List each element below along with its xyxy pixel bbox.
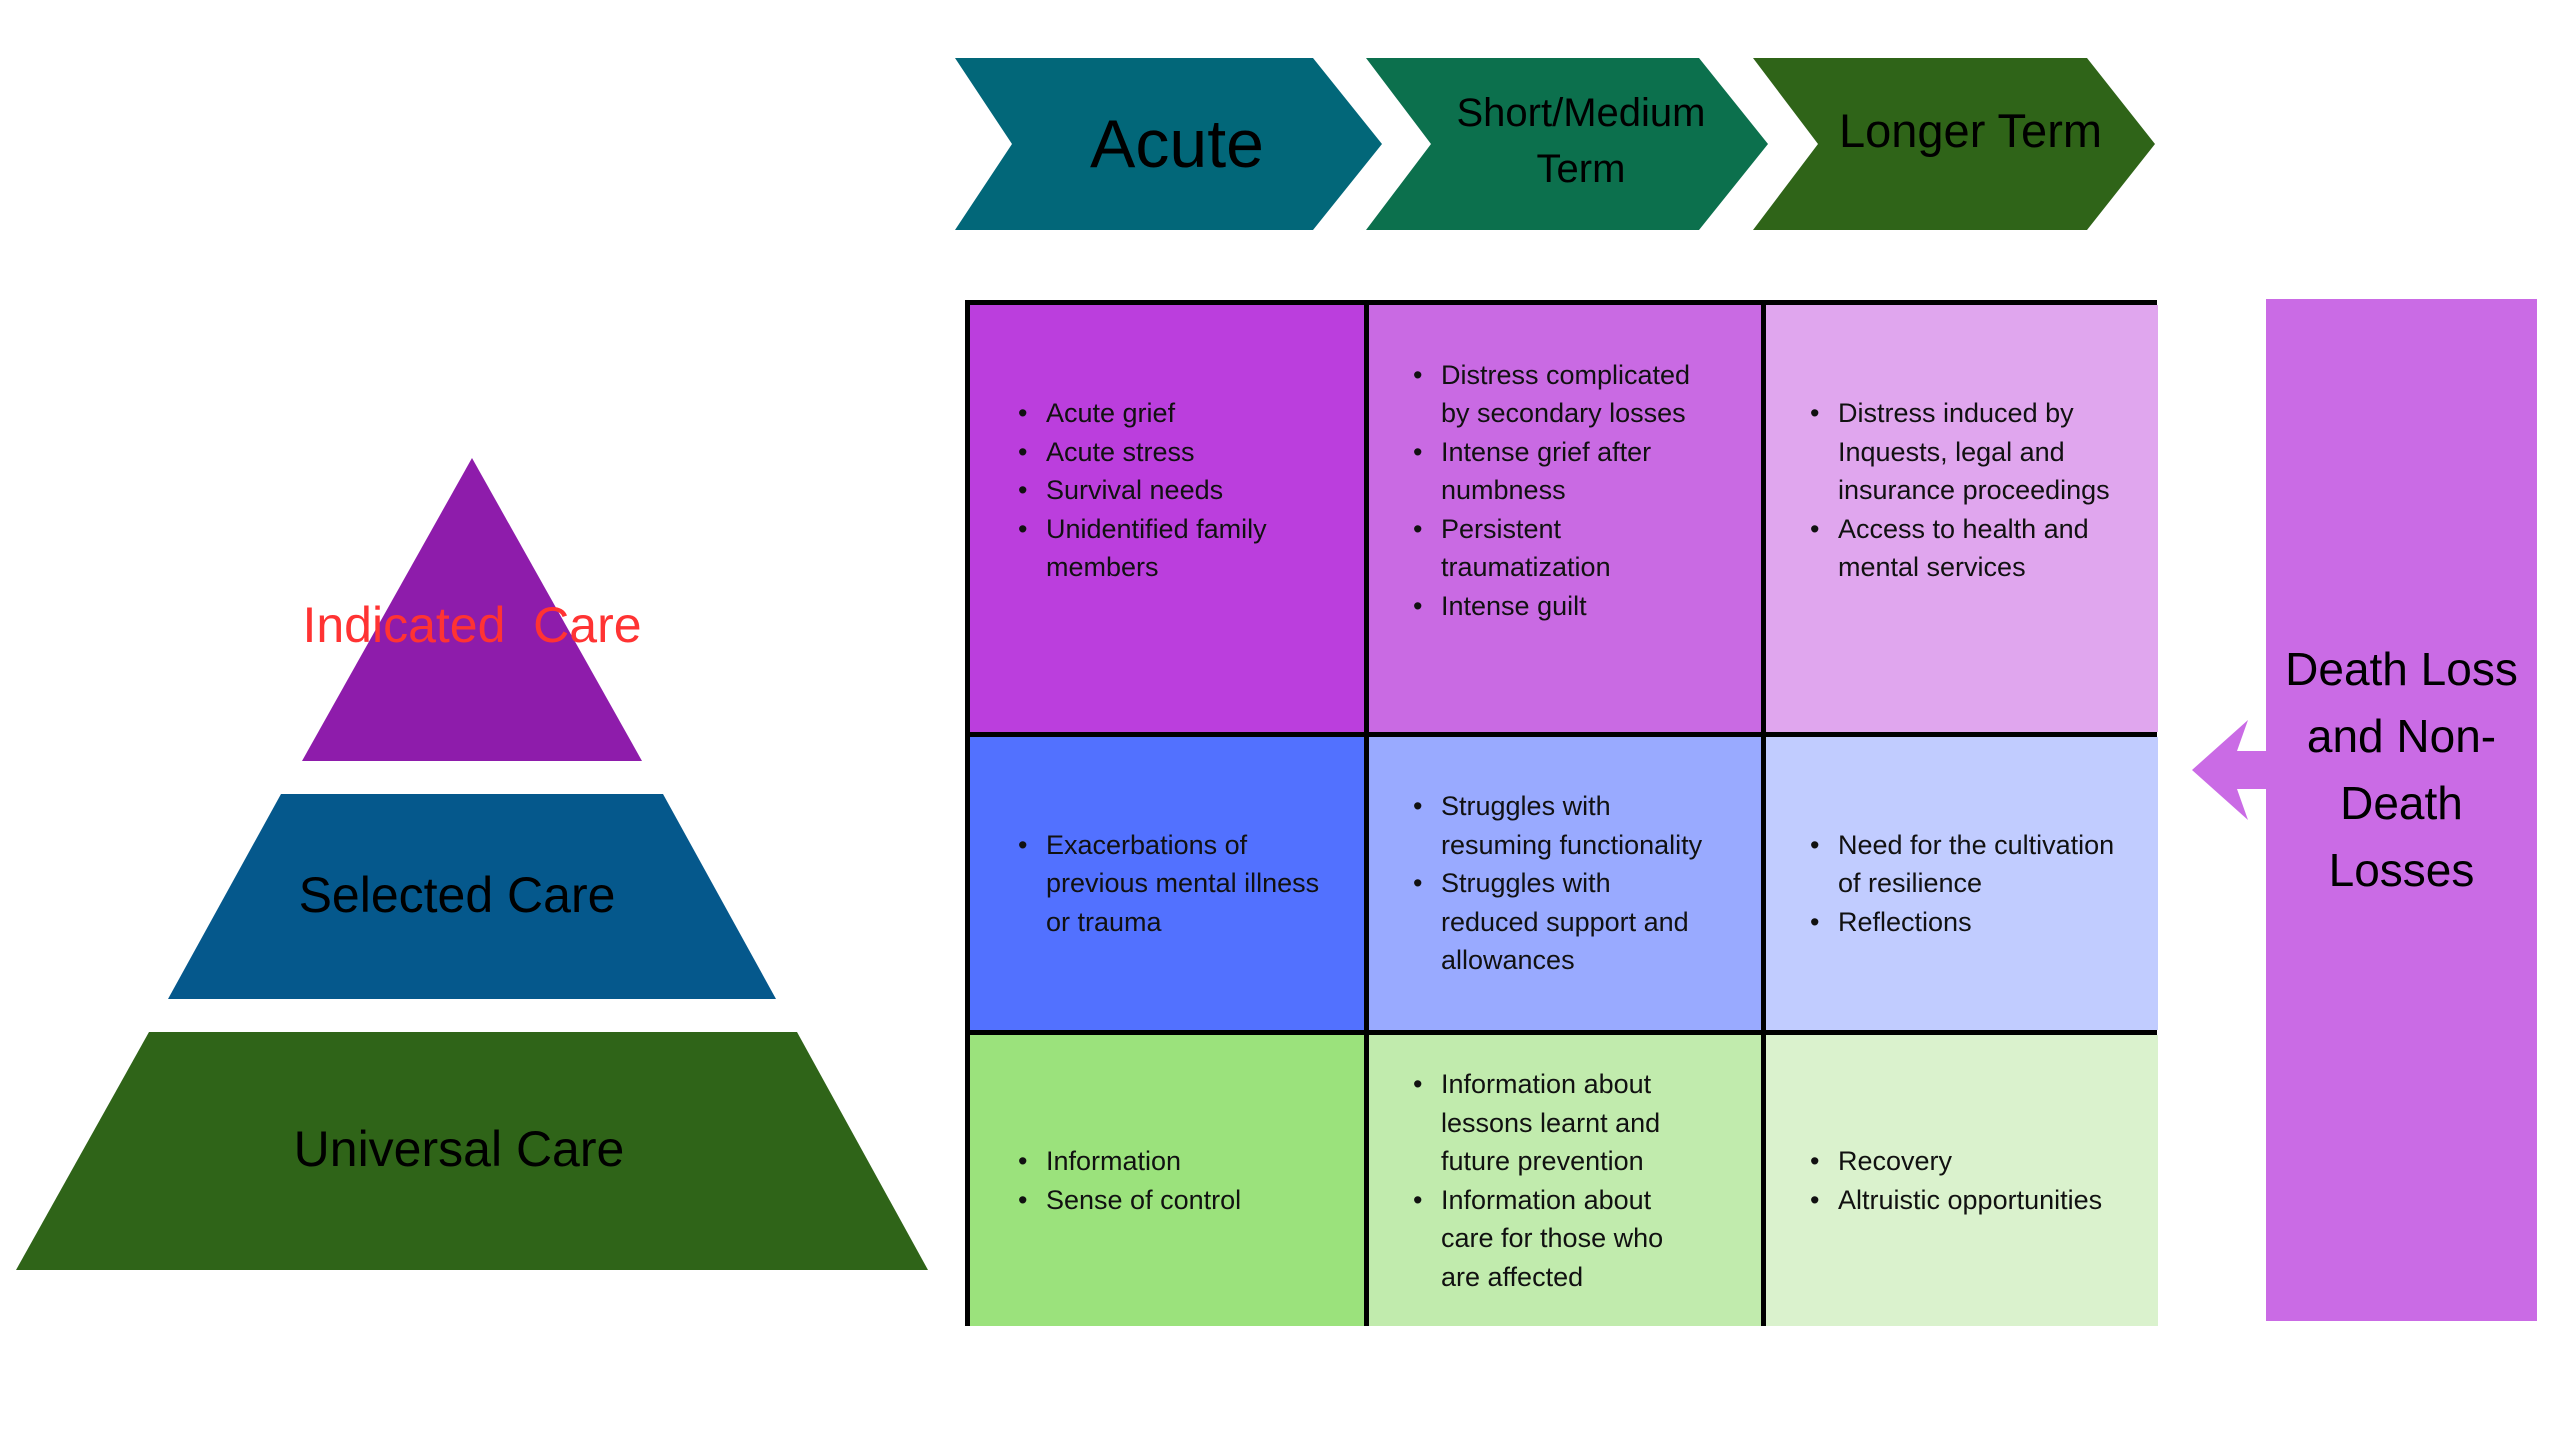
- pyramid-label-selected: Selected Care: [298, 867, 616, 923]
- bullet-item: Intense guilt: [1413, 587, 1709, 626]
- bullet-item: Altruistic opportunities: [1810, 1181, 2126, 1220]
- matrix-cell: InformationSense of control: [970, 1035, 1364, 1326]
- bullet-list: Acute griefAcute stressSurvival needsUni…: [1018, 394, 1346, 587]
- bullet-list: Exacerbations of previous mental illness…: [1018, 826, 1346, 942]
- phase-chevron-acute: [955, 58, 1382, 230]
- bullet-item: Reflections: [1810, 903, 2126, 942]
- bullet-item: Acute grief: [1018, 394, 1346, 433]
- bullet-list: RecoveryAltruistic opportunities: [1810, 1142, 2126, 1220]
- matrix-cell: Need for the cultivation of resilienceRe…: [1766, 737, 2158, 1030]
- bullet-item: Exacerbations of previous mental illness…: [1018, 826, 1346, 942]
- bullet-item: Survival needs: [1018, 471, 1346, 510]
- matrix-cell: Information about lessons learnt and fut…: [1369, 1035, 1761, 1326]
- matrix-cell: Exacerbations of previous mental illness…: [970, 737, 1364, 1030]
- bullet-item: Struggles with resuming functionality: [1413, 787, 1709, 864]
- pyramid-level-indicated: [302, 458, 642, 761]
- matrix-cell: RecoveryAltruistic opportunities: [1766, 1035, 2158, 1326]
- phase-label-longer: Longer Term: [1839, 104, 2102, 158]
- arrow-left-icon: [2192, 720, 2270, 820]
- bullet-item: Recovery: [1810, 1142, 2126, 1181]
- bullet-item: Information about lessons learnt and fut…: [1413, 1065, 1709, 1181]
- bullet-list: Struggles with resuming functionalityStr…: [1413, 787, 1709, 980]
- bullet-item: Distress complicated by secondary losses: [1413, 356, 1709, 433]
- bullet-item: Information: [1018, 1142, 1346, 1181]
- bullet-list: Distress induced by Inquests, legal and …: [1810, 394, 2126, 587]
- matrix-cell: Distress induced by Inquests, legal and …: [1766, 305, 2158, 732]
- phase-chevron-longer: [1753, 58, 2155, 230]
- bullet-list: Distress complicated by secondary losses…: [1413, 356, 1709, 626]
- phase-label-acute: Acute: [1090, 105, 1264, 182]
- matrix-cell: Distress complicated by secondary losses…: [1369, 305, 1761, 732]
- bullet-list: Need for the cultivation of resilienceRe…: [1810, 826, 2126, 942]
- pyramid-level-selected: [168, 794, 776, 999]
- bullet-item: Intense grief after numbness: [1413, 433, 1709, 510]
- bullet-item: Persistent traumatization: [1413, 510, 1709, 587]
- bullet-item: Access to health and mental services: [1810, 510, 2126, 587]
- phase-label-short-medium: Short/Medium Term: [1456, 91, 1706, 191]
- losses-label-line: Losses: [2328, 844, 2475, 896]
- care-matrix: Acute griefAcute stressSurvival needsUni…: [965, 300, 2158, 1326]
- matrix-cell: Struggles with resuming functionalityStr…: [1369, 737, 1761, 1030]
- bullet-item: Sense of control: [1018, 1181, 1346, 1220]
- losses-label-line: and Non-: [2306, 710, 2497, 762]
- pyramid-label-indicated: Indicated Care: [302, 597, 642, 653]
- losses-label-line: Death: [2340, 777, 2463, 829]
- bullet-item: Need for the cultivation of resilience: [1810, 826, 2126, 903]
- phase-chevron-short-medium: [1366, 58, 1768, 230]
- pyramid-level-universal: [16, 1032, 928, 1270]
- bullet-item: Distress induced by Inquests, legal and …: [1810, 394, 2126, 510]
- bullet-item: Unidentified family members: [1018, 510, 1346, 587]
- pyramid-label-universal: Universal Care: [293, 1121, 625, 1177]
- bullet-item: Information about care for those who are…: [1413, 1181, 1709, 1297]
- losses-label-line: Death Loss: [2285, 643, 2518, 695]
- matrix-cell: Acute griefAcute stressSurvival needsUni…: [970, 305, 1364, 732]
- bullet-list: Information about lessons learnt and fut…: [1413, 1065, 1709, 1297]
- bullet-item: Acute stress: [1018, 433, 1346, 472]
- bullet-list: InformationSense of control: [1018, 1142, 1346, 1220]
- bullet-item: Struggles with reduced support and allow…: [1413, 864, 1709, 980]
- losses-bar: [2266, 299, 2537, 1321]
